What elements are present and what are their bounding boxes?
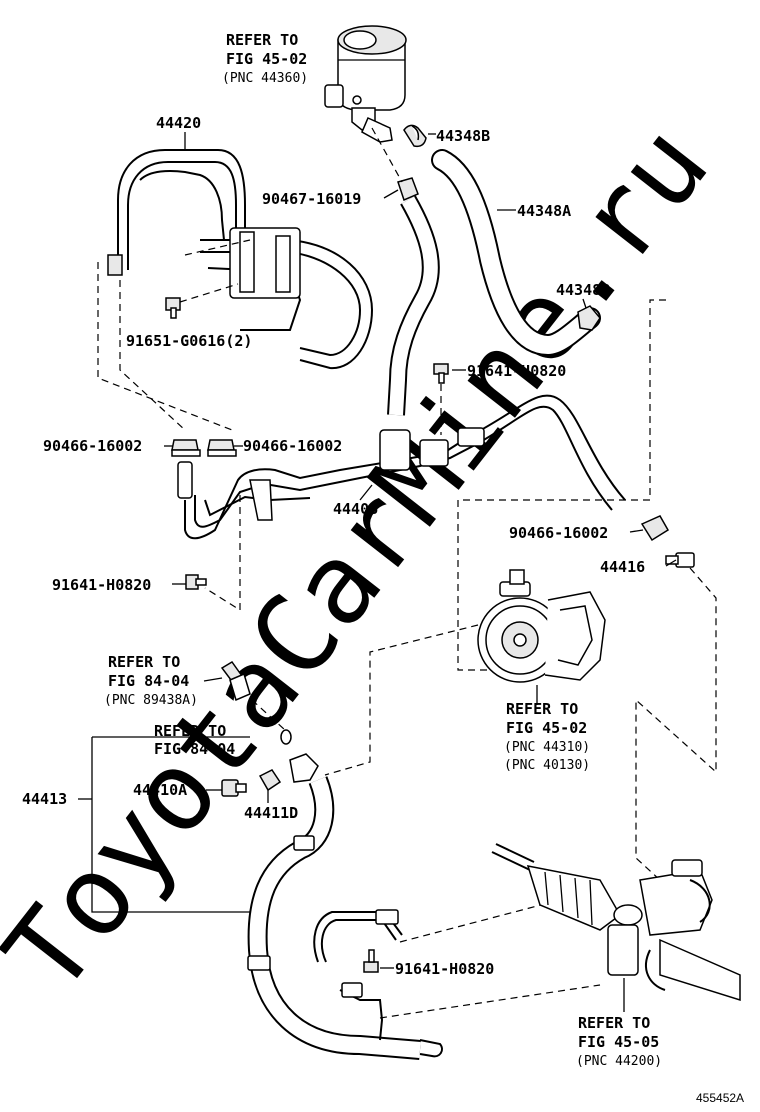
switch-refer-note[interactable]: REFER TO FIG 84-04 (PNC 89438A) <box>104 653 198 708</box>
figure-id: 455452A <box>696 1091 744 1105</box>
reservoir-refer-line2: FIG 45-02 <box>226 50 307 68</box>
label-44348b-mid[interactable]: 44348B <box>556 281 610 299</box>
gear-refer-line1: REFER TO <box>578 1014 650 1032</box>
reservoir-tank[interactable] <box>324 25 407 143</box>
pump-refer-line1: REFER TO <box>506 700 578 718</box>
switch-refer-line2: FIG 84-04 <box>108 672 189 690</box>
label-91641-h0820-c[interactable]: 91641-H0820 <box>395 960 494 978</box>
reservoir-refer-note[interactable]: REFER TO FIG 45-02 (PNC 44360) <box>222 31 308 86</box>
label-90466-16002-left[interactable]: 90466-16002 <box>43 437 142 455</box>
gear-refer-pnc: (PNC 44200) <box>576 1054 662 1069</box>
label-91641-h0820-b[interactable]: 91641-H0820 <box>52 576 151 594</box>
grommet-90466-mid[interactable] <box>207 439 237 457</box>
label-44406[interactable]: 44406 <box>333 500 378 518</box>
bolt-91651-g0616[interactable] <box>165 297 181 319</box>
pump-refer-note[interactable]: REFER TO FIG 45-02 (PNC 44310) (PNC 4013… <box>504 700 590 773</box>
supply-hose[interactable] <box>387 195 440 416</box>
gear-refer-note[interactable]: REFER TO FIG 45-05 (PNC 44200) <box>576 1014 662 1069</box>
label-90466-16002-right[interactable]: 90466-16002 <box>509 524 608 542</box>
label-90467-16019[interactable]: 90467-16019 <box>262 190 361 208</box>
pump-refer-pnc1: (PNC 44310) <box>504 740 590 755</box>
union-bolt-44410a[interactable] <box>221 779 247 797</box>
union-44416[interactable] <box>665 552 695 568</box>
label-44413[interactable]: 44413 <box>22 790 67 808</box>
pump-refer-line2: FIG 45-02 <box>506 719 587 737</box>
gasket-44411d[interactable] <box>258 769 282 792</box>
label-44416[interactable]: 44416 <box>600 558 645 576</box>
bolt-91641-h0820-b[interactable] <box>185 574 207 590</box>
pressure-tube-44406[interactable] <box>177 394 626 540</box>
oil-cooler-44420[interactable] <box>107 149 374 370</box>
reservoir-refer-line1: REFER TO <box>226 31 298 49</box>
steering-gear-assembly[interactable] <box>491 843 741 1002</box>
label-91651-g0616[interactable]: 91651-G0616(2) <box>126 332 252 350</box>
ring-refer-note[interactable]: REFER TO FIG 84-04 <box>154 722 235 758</box>
ring-refer-line1: REFER TO <box>154 722 226 740</box>
label-44411d[interactable]: 44411D <box>244 804 298 822</box>
pump-refer-pnc2: (PNC 40130) <box>504 758 590 773</box>
bolt-91641-h0820-a[interactable] <box>433 363 449 384</box>
power-steering-pump[interactable] <box>477 569 606 683</box>
bolt-91641-h0820-c[interactable] <box>363 949 379 973</box>
grommet-90466-left[interactable] <box>171 439 201 457</box>
ring-refer-line2: FIG 84-04 <box>154 740 235 758</box>
clip-90467-16019[interactable] <box>397 177 419 202</box>
clamp-44348b-mid[interactable] <box>577 305 601 331</box>
pressure-feed-hose-44413[interactable] <box>247 753 443 1060</box>
gear-refer-line2: FIG 45-05 <box>578 1033 659 1051</box>
label-44410a[interactable]: 44410A <box>133 781 187 799</box>
pressure-switch[interactable] <box>220 661 251 702</box>
label-44348b-top[interactable]: 44348B <box>436 127 490 145</box>
label-90466-16002-mid[interactable]: 90466-16002 <box>243 437 342 455</box>
grommet-90466-right[interactable] <box>640 515 670 542</box>
clamp-44348b-top[interactable] <box>403 124 427 148</box>
label-44420[interactable]: 44420 <box>156 114 201 132</box>
label-91641-h0820-a[interactable]: 91641-H0820 <box>467 362 566 380</box>
o-ring[interactable] <box>280 729 292 745</box>
label-44348a[interactable]: 44348A <box>517 202 571 220</box>
switch-refer-pnc: (PNC 89438A) <box>104 693 198 708</box>
reservoir-refer-pnc: (PNC 44360) <box>222 71 308 86</box>
switch-refer-line1: REFER TO <box>108 653 180 671</box>
return-hose-44348a[interactable] <box>431 149 601 357</box>
